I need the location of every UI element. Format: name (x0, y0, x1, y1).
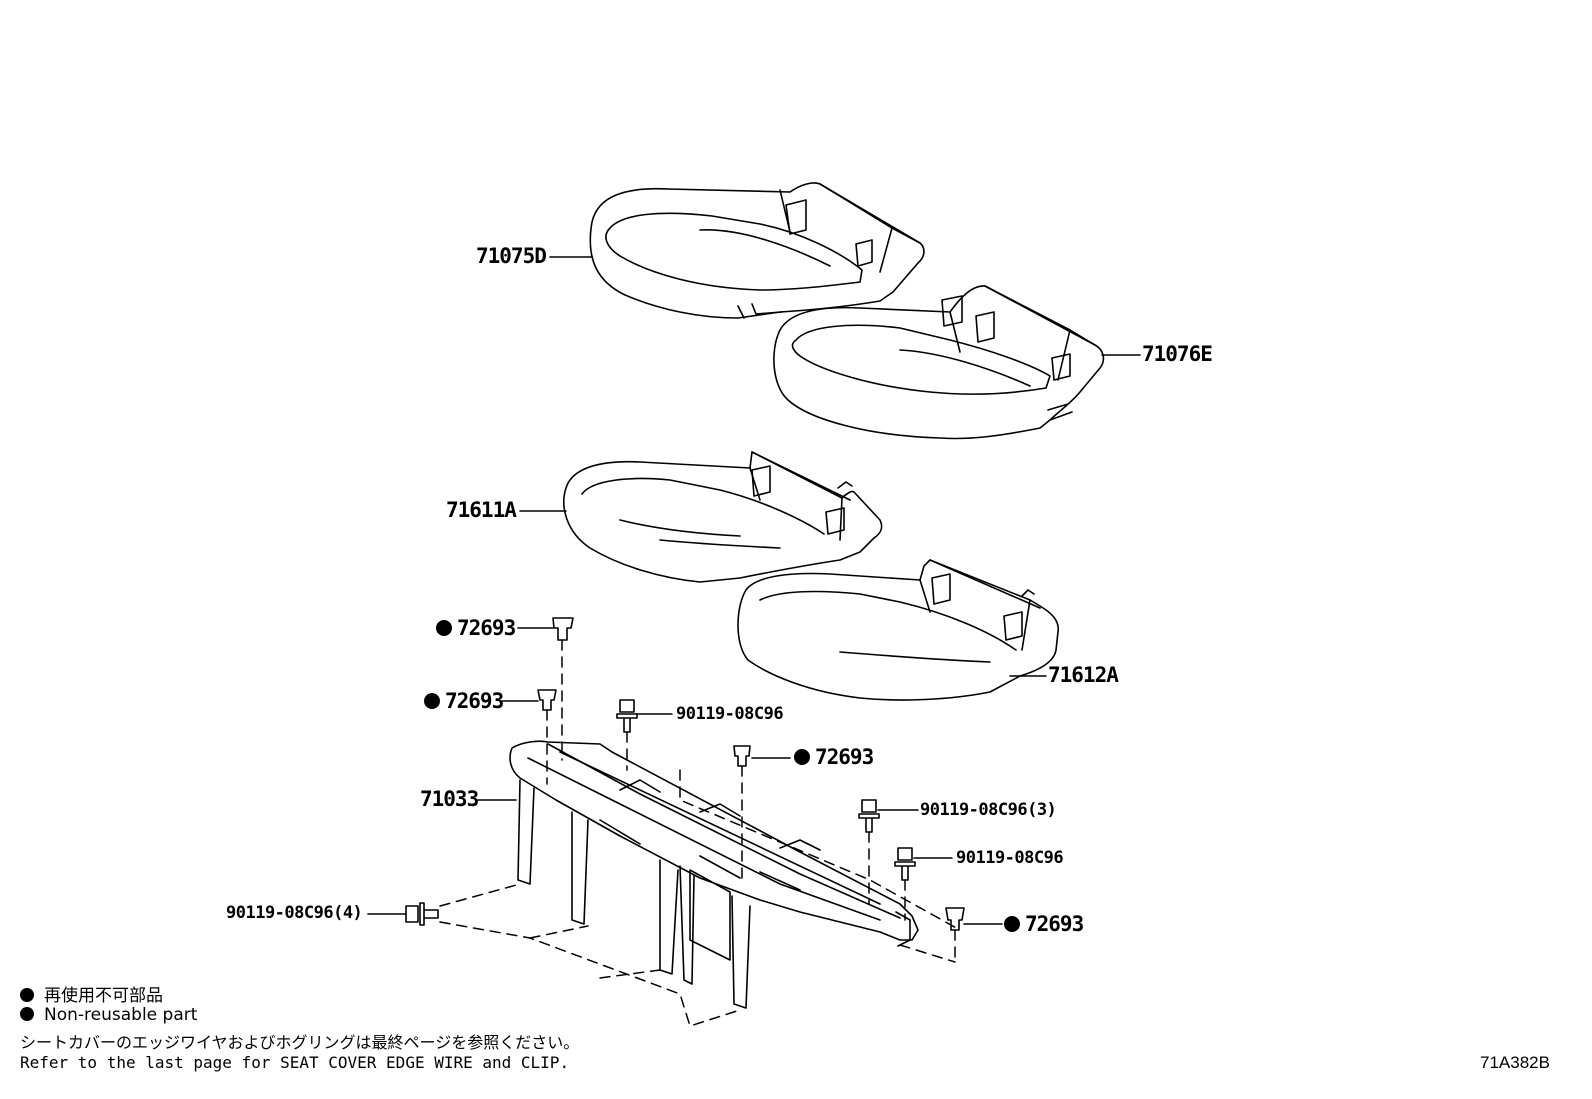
diagram-code: 71A382B (1480, 1053, 1550, 1072)
legend-en-nonreusable: Non-reusable part (20, 1005, 197, 1025)
label-72693-middle[interactable]: 72693 (794, 745, 874, 769)
label-71075d[interactable]: 71075D (476, 244, 547, 268)
label-71611a[interactable]: 71611A (446, 498, 517, 522)
dashed-guides (440, 640, 960, 1026)
bolt-top-drawing (617, 700, 637, 732)
label-90119-top[interactable]: 90119-08C96 (676, 704, 784, 724)
nonreusable-dot-icon (794, 749, 810, 765)
label-72693-bottom[interactable]: 72693 (1004, 912, 1084, 936)
nonreusable-dot-icon (1004, 916, 1020, 932)
label-90119-lower[interactable]: 90119-08C96 (956, 848, 1064, 868)
seat-cover-left-drawing (590, 183, 924, 318)
label-90119-3[interactable]: 90119-08C96(3) (920, 800, 1057, 820)
clip-middle-drawing (734, 746, 750, 766)
nonreusable-dot-icon (424, 693, 440, 709)
seat-pad-left-drawing (564, 452, 882, 582)
bolt-lower-drawing (895, 848, 915, 880)
label-72693-top[interactable]: 72693 (436, 616, 516, 640)
bolt-mid-drawing (859, 800, 879, 832)
legend-jp-nonreusable: 再使用不可部品 (20, 981, 163, 1006)
label-71033[interactable]: 71033 (420, 787, 479, 811)
legend-jp-note: シートカバーのエッジワイヤおよびホグリングは最終ページを参照ください。 (20, 1033, 580, 1052)
label-71612a[interactable]: 71612A (1048, 663, 1119, 687)
clip-bottom-right-drawing (946, 908, 964, 930)
nonreusable-dot-icon (20, 988, 34, 1002)
label-90119-4[interactable]: 90119-08C96(4) (226, 903, 363, 923)
label-71076e[interactable]: 71076E (1142, 342, 1213, 366)
nonreusable-dot-icon (20, 1007, 34, 1021)
label-72693-second[interactable]: 72693 (424, 689, 504, 713)
bolt-left-drawing (406, 903, 438, 925)
seat-cover-right-drawing (774, 286, 1104, 439)
clip-second-drawing (538, 690, 556, 710)
legend-en-note: Refer to the last page for SEAT COVER ED… (20, 1053, 570, 1072)
seat-frame-drawing (510, 741, 918, 1008)
clip-top-drawing (553, 618, 573, 640)
nonreusable-dot-icon (436, 620, 452, 636)
seat-pad-right-drawing (738, 560, 1058, 700)
leader-lines (368, 257, 1140, 924)
